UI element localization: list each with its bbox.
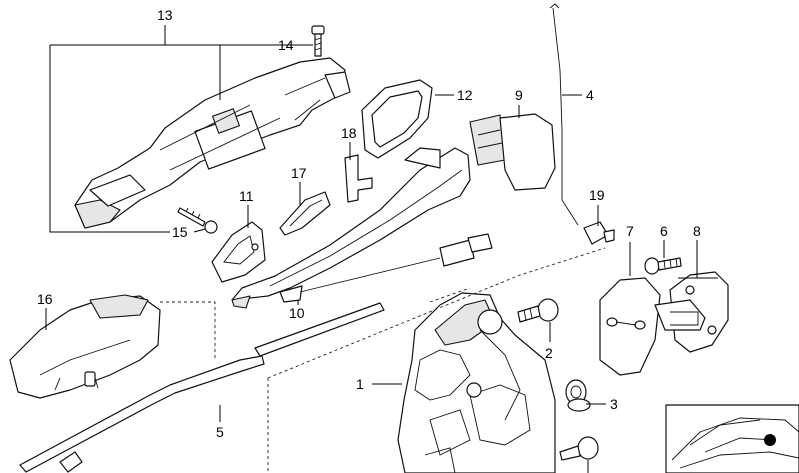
handle-carrier-bracket xyxy=(74,57,351,229)
screw-2 xyxy=(517,298,559,323)
car-thumbnail xyxy=(665,404,799,473)
callout-3: 3 xyxy=(610,396,618,412)
callout-13: 13 xyxy=(157,7,173,23)
grommet-3 xyxy=(565,379,591,412)
gasket-11 xyxy=(211,221,266,283)
striker-8 xyxy=(654,271,729,353)
cover-plate-7 xyxy=(599,277,661,376)
screw-15 xyxy=(177,207,218,234)
car-silhouette-icon xyxy=(671,417,799,469)
door-lock-1 xyxy=(397,292,556,473)
callout-19: 19 xyxy=(589,187,605,203)
seal-17 xyxy=(279,191,331,236)
callout-4: 4 xyxy=(586,87,594,103)
screw-14 xyxy=(311,25,325,57)
callout-labels: 13 14 15 12 9 4 18 17 11 19 7 6 8 10 16 … xyxy=(37,7,701,440)
callout-7: 7 xyxy=(626,223,634,239)
callout-5: 5 xyxy=(216,424,224,440)
callout-6: 6 xyxy=(660,223,668,239)
rod-4 xyxy=(549,3,579,226)
callout-12: 12 xyxy=(457,87,473,103)
callout-17: 17 xyxy=(291,165,307,181)
callout-16: 16 xyxy=(37,291,53,307)
leader-lines xyxy=(45,25,718,473)
callout-18: 18 xyxy=(341,125,357,141)
clip-19 xyxy=(583,221,615,245)
lock-cylinder-cap-9 xyxy=(469,113,556,191)
screw-bottom xyxy=(559,436,599,461)
gasket-12 xyxy=(361,79,433,159)
screw-6 xyxy=(644,257,682,275)
callout-11: 11 xyxy=(239,188,254,204)
callout-1: 1 xyxy=(356,376,364,392)
callout-8: 8 xyxy=(693,223,701,239)
callout-14: 14 xyxy=(278,37,294,53)
outer-handle-10 xyxy=(231,147,471,309)
callout-15: 15 xyxy=(172,224,188,240)
dashed-outlines xyxy=(160,247,606,473)
callout-2: 2 xyxy=(545,345,553,361)
pull-rod xyxy=(299,233,493,293)
cable-5 xyxy=(19,302,385,473)
inner-handle-16 xyxy=(9,294,161,399)
callout-9: 9 xyxy=(515,87,523,103)
bracket-18 xyxy=(344,154,373,203)
callout-10: 10 xyxy=(289,305,305,321)
